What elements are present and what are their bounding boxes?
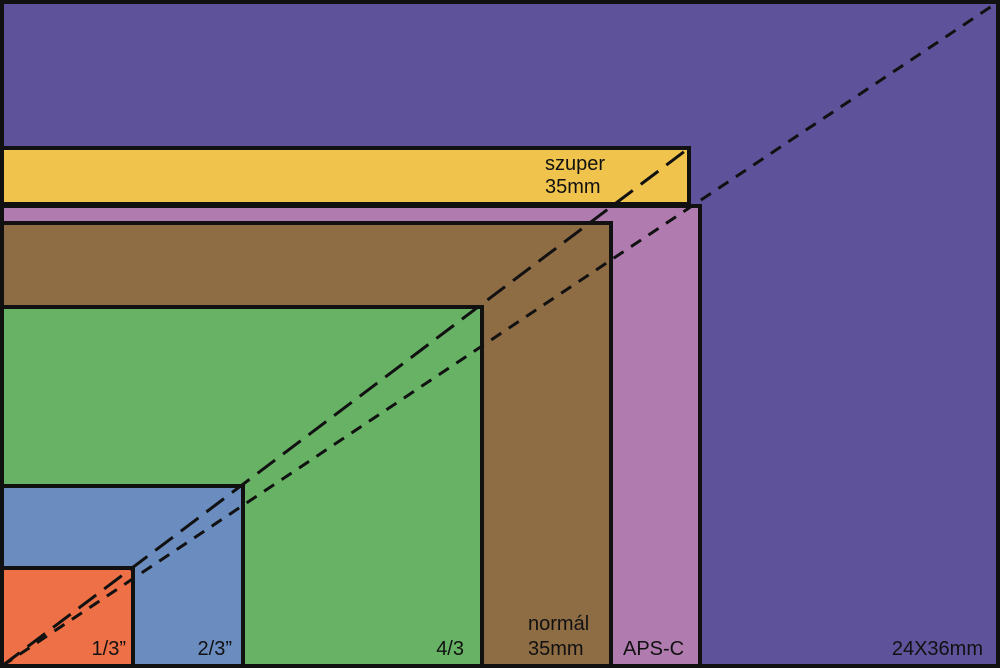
two-thirds-inch-label: 2/3” bbox=[198, 638, 232, 660]
full-frame-label: 24X36mm bbox=[892, 638, 983, 660]
aps-c-label: APS-C bbox=[623, 638, 684, 660]
normal-35mm-label-line-1: normál bbox=[528, 613, 589, 635]
super-35mm-diagonal-line bbox=[1, 146, 690, 668]
one-third-inch-label: 1/3” bbox=[92, 638, 126, 660]
normal-35mm-label-line-2: 35mm bbox=[528, 638, 584, 660]
super-35mm-label-line-2: 35mm bbox=[545, 176, 601, 198]
super-35mm-label-line-1: szuper bbox=[545, 153, 605, 175]
four-thirds-label: 4/3 bbox=[436, 638, 464, 660]
